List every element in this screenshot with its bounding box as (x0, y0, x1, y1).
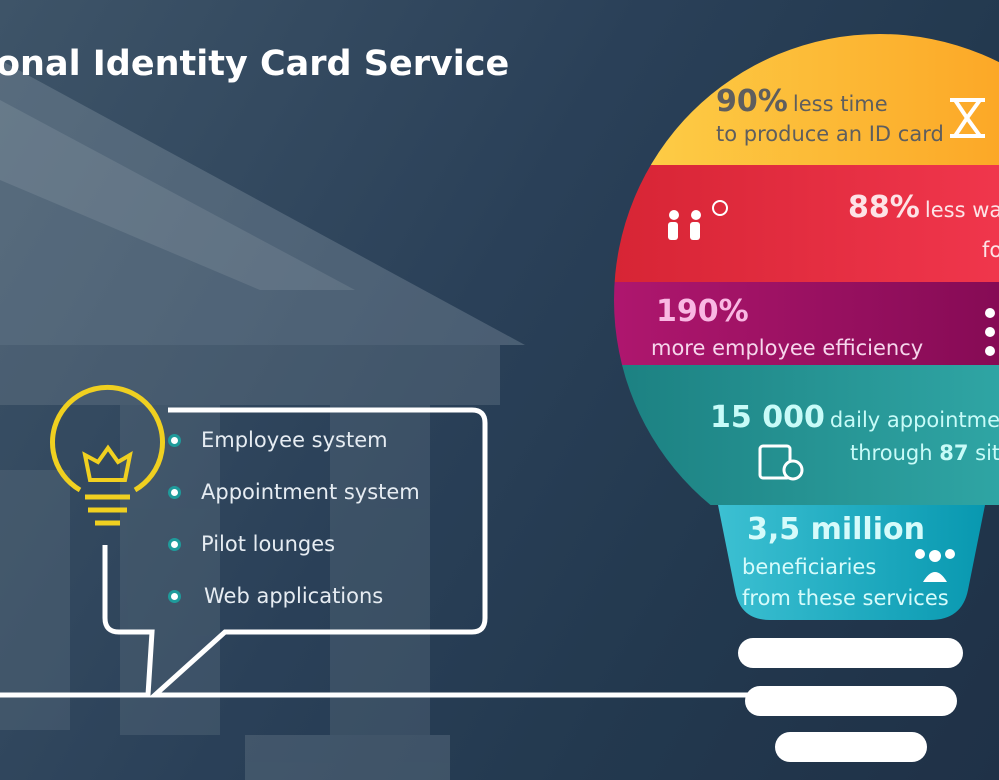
stat-text: from these services (742, 586, 949, 610)
stat-appointments: 15 000 daily appointment (710, 400, 999, 435)
stat-value: 3,5 million (747, 512, 925, 547)
feature-label: Pilot lounges (201, 532, 336, 556)
stat-value: 190% (656, 294, 749, 329)
stat-text-part: through (850, 441, 933, 465)
stat-text: beneficiaries (742, 555, 877, 579)
speech-bubble (148, 407, 755, 698)
employees-icon (985, 308, 995, 356)
band-beneficiaries (718, 505, 985, 620)
bullet-icon (168, 537, 181, 551)
stat-text: through 87 site (850, 441, 999, 465)
building-illustration (0, 60, 525, 780)
crowd-icon (915, 549, 955, 582)
stat-time: 90% less time (716, 84, 888, 119)
stat-text: daily appointment (829, 408, 999, 432)
feature-item: Pilot lounges (168, 532, 335, 556)
stat-value: 88% (848, 190, 920, 225)
feature-item: Employee system (168, 428, 388, 452)
lightbulb-icon (50, 384, 165, 526)
feature-item: Web applications (168, 584, 383, 608)
stat-text: more employee efficiency (651, 336, 924, 360)
waiting-people-icon (668, 200, 728, 240)
band-appointments (614, 365, 999, 505)
hourglass-icon (950, 98, 985, 138)
bulb-base-bar (738, 638, 963, 668)
bullet-icon (168, 589, 181, 603)
feature-label: Web applications (204, 584, 384, 608)
stat-text-part: site (975, 441, 999, 465)
feature-label: Employee system (201, 428, 388, 452)
stat-sites-count: 87 (939, 441, 969, 465)
page-title: onal Identity Card Service (0, 44, 510, 84)
feature-item: Appointment system (168, 480, 420, 504)
stat-text: less time (792, 92, 888, 116)
bullet-icon (168, 485, 181, 499)
bulb-base-bar (745, 686, 957, 716)
stat-text: to produce an ID card (716, 122, 944, 146)
stat-value: 90% (716, 84, 788, 119)
calendar-clock-icon (758, 444, 804, 481)
band-waiting (614, 165, 999, 282)
bullet-icon (168, 433, 181, 447)
stat-text: less wa (924, 198, 999, 222)
stat-text: fo (982, 238, 999, 262)
feature-label: Appointment system (201, 480, 420, 504)
bulb-base-bar (775, 732, 927, 762)
stat-value: 15 000 (710, 400, 825, 435)
stat-waiting: 88% less wa (848, 190, 999, 225)
band-efficiency (614, 282, 999, 365)
